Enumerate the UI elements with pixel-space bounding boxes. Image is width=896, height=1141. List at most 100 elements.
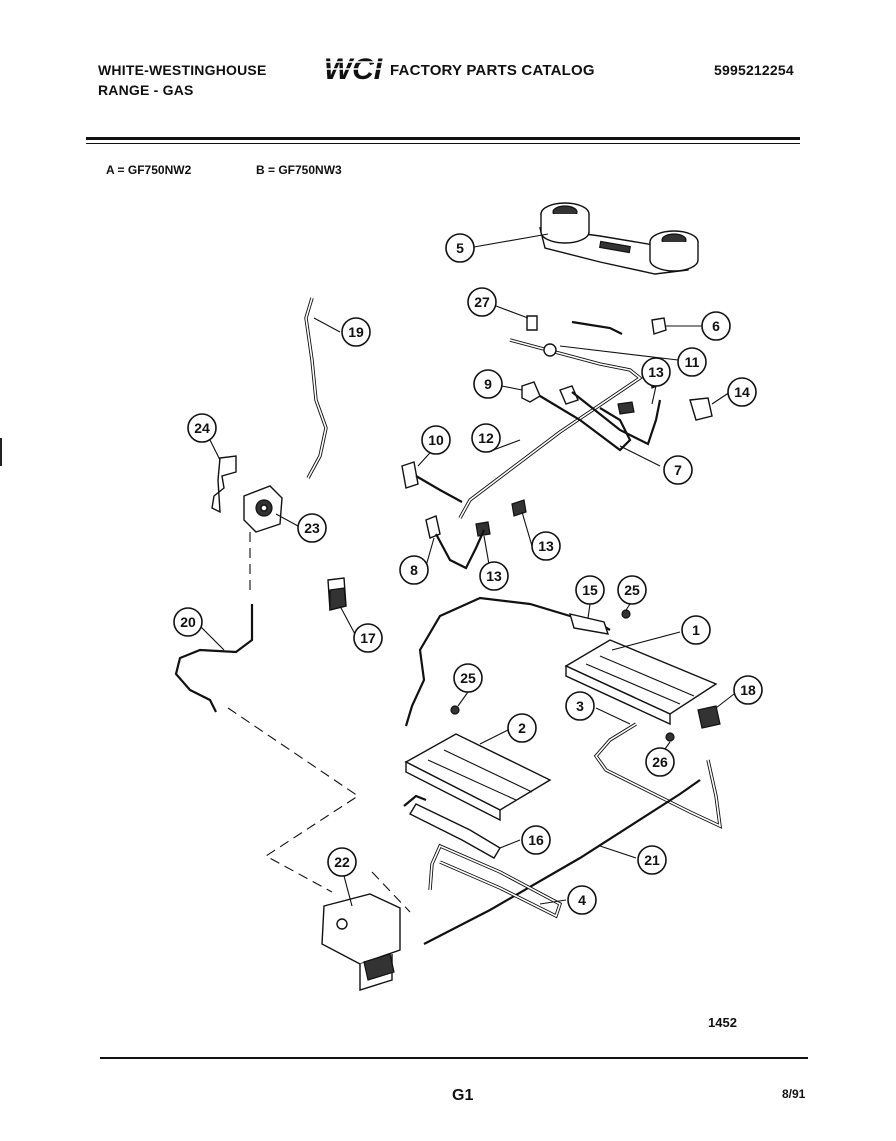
valve-left <box>559 385 579 405</box>
regulator-22 <box>321 893 401 991</box>
svg-text:13: 13 <box>486 568 502 584</box>
svg-text:26: 26 <box>652 754 668 770</box>
svg-text:8: 8 <box>410 562 418 578</box>
callout-13-low: 13 <box>479 561 509 591</box>
svg-text:3: 3 <box>576 698 584 714</box>
callout-12: 12 <box>471 423 501 453</box>
callout-20: 20 <box>173 607 203 637</box>
callout-3: 3 <box>565 691 595 721</box>
svg-text:6: 6 <box>712 318 720 334</box>
valve-23 <box>243 485 283 533</box>
callout-13-mid: 13 <box>531 531 561 561</box>
svg-text:21: 21 <box>644 852 660 868</box>
svg-text:20: 20 <box>180 614 196 630</box>
svg-text:18: 18 <box>740 682 756 698</box>
wci-logo: WCI <box>324 53 383 86</box>
igniter-13-low <box>475 521 491 537</box>
svg-text:23: 23 <box>304 520 320 536</box>
header-rule-thin <box>86 143 800 144</box>
bracket-14 <box>689 397 713 421</box>
brand-name: WHITE-WESTINGHOUSE <box>98 62 267 78</box>
page-label: G1 <box>452 1087 474 1104</box>
svg-text:12: 12 <box>478 430 494 446</box>
nut-25-top <box>621 609 631 619</box>
svg-text:25: 25 <box>460 670 476 686</box>
bracket-24 <box>211 455 237 514</box>
callout-15: 15 <box>575 575 605 605</box>
callout-6: 6 <box>701 311 731 341</box>
svg-text:16: 16 <box>528 832 544 848</box>
callout-19: 19 <box>341 317 371 347</box>
svg-text:14: 14 <box>734 384 750 400</box>
burner-tray-1 <box>564 639 718 726</box>
burner-tray-2 <box>404 733 552 822</box>
callout-26: 26 <box>645 747 675 777</box>
callout-18: 18 <box>733 675 763 705</box>
catalog-part-number: 5995212254 <box>714 62 794 78</box>
svg-text:2: 2 <box>518 720 526 736</box>
svg-text:17: 17 <box>360 630 376 646</box>
tube-7 <box>539 395 632 452</box>
bracket-6 <box>651 317 667 335</box>
svg-text:27: 27 <box>474 294 490 310</box>
footer-rule <box>100 1057 808 1059</box>
tube-20 <box>174 604 254 713</box>
nut-26 <box>665 732 675 742</box>
callout-13-top: 13 <box>641 357 671 387</box>
svg-text:1: 1 <box>692 622 700 638</box>
svg-text:7: 7 <box>674 462 682 478</box>
callout-25-low: 25 <box>453 663 483 693</box>
callout-7: 7 <box>663 455 693 485</box>
catalog-title: FACTORY PARTS CATALOG <box>390 62 595 79</box>
svg-text:19: 19 <box>348 324 364 340</box>
product-type: RANGE - GAS <box>98 82 194 98</box>
clip-27 <box>526 315 538 331</box>
burner-16 <box>409 803 501 859</box>
top-burner-assembly <box>539 202 699 275</box>
callout-11: 11 <box>677 347 707 377</box>
svg-text:24: 24 <box>194 420 210 436</box>
valve-9 <box>521 381 541 403</box>
callout-14: 14 <box>727 377 757 407</box>
callout-8: 8 <box>399 555 429 585</box>
valve-8 <box>425 515 441 539</box>
valve-18 <box>697 705 721 729</box>
callout-17: 17 <box>353 623 383 653</box>
svg-text:9: 9 <box>484 376 492 392</box>
plate-number: 1452 <box>708 1015 737 1030</box>
model-b: B = GF750NW3 <box>256 163 342 177</box>
svg-text:13: 13 <box>648 364 664 380</box>
callout-1: 1 <box>681 615 711 645</box>
svg-text:13: 13 <box>538 538 554 554</box>
connector-15 <box>568 613 610 635</box>
callout-25-top: 25 <box>617 575 647 605</box>
model-a: A = GF750NW2 <box>106 163 192 177</box>
igniter-13-mid <box>511 499 527 517</box>
rod-21 <box>423 779 701 945</box>
callout-27: 27 <box>467 287 497 317</box>
callout-23: 23 <box>297 513 327 543</box>
catalog-date: 8/91 <box>782 1087 806 1101</box>
nut-25-low <box>450 705 460 715</box>
callout-4: 4 <box>567 885 597 915</box>
callout-16: 16 <box>521 825 551 855</box>
svg-text:25: 25 <box>624 582 640 598</box>
valve-10 <box>401 461 419 489</box>
callout-22: 22 <box>327 847 357 877</box>
tube-8 <box>435 529 486 570</box>
dashed-guide-valve <box>371 871 411 913</box>
scan-edge-mark <box>0 438 12 466</box>
rod-19 <box>304 297 328 479</box>
callout-24: 24 <box>187 413 217 443</box>
svg-text:11: 11 <box>685 354 700 370</box>
svg-text:10: 10 <box>428 432 444 448</box>
svg-text:4: 4 <box>578 892 586 908</box>
callout-9: 9 <box>473 369 503 399</box>
header-rule <box>86 137 800 140</box>
svg-text:15: 15 <box>582 582 598 598</box>
svg-text:22: 22 <box>334 854 350 870</box>
callout-5: 5 <box>445 233 475 263</box>
callout-21: 21 <box>637 845 667 875</box>
callout-10: 10 <box>421 425 451 455</box>
